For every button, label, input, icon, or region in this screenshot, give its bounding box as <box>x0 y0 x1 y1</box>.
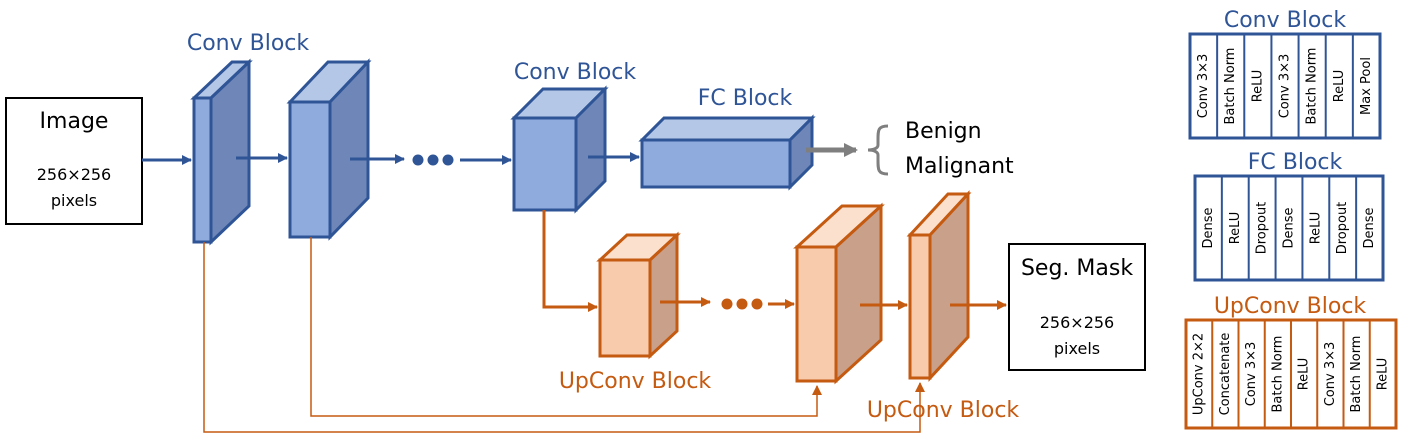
legend-fc-cell: Dropout <box>1255 202 1270 255</box>
upconv-block-cuboid-1 <box>596 231 681 360</box>
legend-conv-cell: Conv 3×3 <box>1196 54 1211 119</box>
input-image-unit: pixels <box>51 191 97 210</box>
label-upconv-block-2: UpConv Block <box>867 398 1020 423</box>
legend-fc-cell: ReLU <box>1308 212 1323 245</box>
conv-block-cuboid-2 <box>286 58 372 241</box>
upconv-block-cuboid-3 <box>906 190 972 382</box>
legend-conv-block: Conv Block Conv 3×3 Batch Norm ReLU Conv 3×… <box>1188 8 1382 140</box>
legend-upconv-title: UpConv Block <box>1214 294 1367 319</box>
legend-upconv-cell: ReLU <box>1375 358 1390 391</box>
legend-fc-block: FC Block Dense ReLU Dropout Dense ReLU Dropou… <box>1193 150 1385 282</box>
conv-block-cuboid-3 <box>510 85 609 214</box>
legend-upconv-cell: Concatenate <box>1218 333 1233 416</box>
decoder-ellipsis <box>721 298 763 310</box>
skip-connection-conv2-to-upconv2 <box>310 237 822 417</box>
conv-block-cuboid-1 <box>190 58 253 246</box>
label-fc-block: FC Block <box>698 86 793 111</box>
label-conv-block-1: Conv Block <box>187 31 310 56</box>
skip-connection-conv1-to-upconv3 <box>203 242 925 433</box>
label-upconv-block-1: UpConv Block <box>559 369 712 394</box>
legend-fc-title: FC Block <box>1248 150 1343 175</box>
output-mask-title: Seg. Mask <box>1021 256 1133 281</box>
class-benign: Benign <box>905 119 982 144</box>
legend-fc-cell: Dense <box>1362 207 1377 248</box>
legend-upconv-block: UpConv Block UpConv 2×2 Concatenate Conv 3… <box>1184 294 1398 430</box>
upconv-block-cuboid-2 <box>793 202 885 385</box>
encoder-ellipsis <box>412 154 454 166</box>
legend-fc-cell: Dense <box>1282 207 1297 248</box>
legend-upconv-cell: Conv 3×3 <box>1323 342 1338 407</box>
legend-upconv-cell: Conv 3×3 <box>1244 342 1259 407</box>
output-mask-size: 256×256 <box>1040 313 1114 332</box>
fc-block-cuboid <box>638 114 816 191</box>
legend-upconv-cell: Batch Norm <box>1349 336 1364 413</box>
input-image-title: Image <box>40 109 109 134</box>
legend-conv-cell: Batch Norm <box>1223 48 1238 125</box>
input-image-box: Image 256×256 pixels <box>5 97 143 225</box>
legend-fc-cell: ReLU <box>1228 212 1243 245</box>
legend-conv-title: Conv Block <box>1224 8 1347 33</box>
legend-conv-cell: ReLU <box>1332 70 1347 103</box>
legend-fc-cell: Dropout <box>1335 202 1350 255</box>
legend-upconv-cell: UpConv 2×2 <box>1192 333 1207 415</box>
legend-conv-cell: Batch Norm <box>1305 48 1320 125</box>
legend-conv-cell: Conv 3×3 <box>1278 54 1293 119</box>
class-malignant: Malignant <box>905 154 1014 179</box>
legend-upconv-cell: ReLU <box>1297 358 1312 391</box>
input-image-size: 256×256 <box>37 165 111 184</box>
legend-upconv-cell: Batch Norm <box>1270 336 1285 413</box>
output-mask-unit: pixels <box>1054 339 1100 358</box>
label-conv-block-2: Conv Block <box>514 60 637 85</box>
legend-fc-cell: Dense <box>1201 207 1216 248</box>
arrow-conv3-to-upconv1 <box>542 210 598 312</box>
output-mask-box: Seg. Mask 256×256 pixels <box>1008 243 1146 371</box>
legend-conv-cell: ReLU <box>1250 70 1265 103</box>
legend-conv-cell: Max Pool <box>1359 57 1374 115</box>
classes-brace <box>867 124 889 176</box>
